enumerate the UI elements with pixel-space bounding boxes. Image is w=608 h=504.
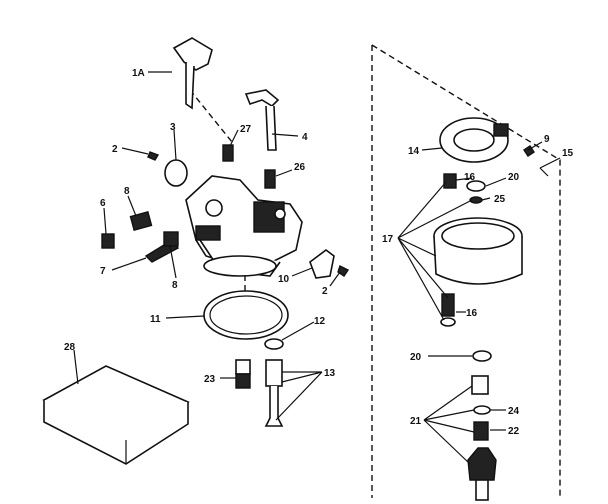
part-23-seat bbox=[235, 359, 251, 389]
part-8-spring-lower bbox=[163, 231, 179, 247]
label-16-upper: 16 bbox=[464, 172, 476, 183]
part-carburetor-body bbox=[185, 175, 303, 277]
part-2-screw-left bbox=[147, 151, 160, 161]
label-8-upper: 8 bbox=[124, 186, 130, 197]
part-16-washer-lower bbox=[440, 317, 456, 327]
part-22-spring bbox=[473, 421, 489, 441]
label-9: 9 bbox=[544, 134, 550, 145]
leader-lines bbox=[73, 71, 561, 465]
part-6-screw bbox=[101, 233, 115, 249]
label-15: 15 bbox=[562, 148, 574, 159]
label-17: 17 bbox=[382, 234, 394, 245]
part-20-washer-upper bbox=[466, 180, 486, 192]
label-23: 23 bbox=[204, 374, 216, 385]
label-25: 25 bbox=[494, 194, 506, 205]
label-20-lower: 20 bbox=[410, 352, 422, 363]
part-21-nut bbox=[471, 375, 489, 395]
label-28: 28 bbox=[64, 342, 76, 353]
part-10-plate bbox=[309, 249, 335, 279]
bowl-group-outline bbox=[371, 44, 561, 498]
label-1a: 1A bbox=[132, 68, 145, 79]
part-11-gasket bbox=[203, 290, 289, 340]
label-2-left: 2 bbox=[112, 144, 118, 155]
part-24-washer bbox=[473, 405, 491, 415]
part-15-pin bbox=[539, 167, 549, 177]
part-3-disc bbox=[164, 159, 188, 187]
part-choke-lever bbox=[172, 37, 213, 110]
part-20-washer-lower bbox=[472, 350, 492, 362]
part-16-screw-upper bbox=[443, 173, 457, 189]
label-3: 3 bbox=[170, 122, 176, 133]
label-10: 10 bbox=[278, 274, 290, 285]
part-2-screw-right bbox=[337, 265, 350, 277]
label-7: 7 bbox=[100, 266, 106, 277]
part-27-spring bbox=[222, 144, 234, 162]
label-11: 11 bbox=[150, 314, 161, 325]
label-13: 13 bbox=[324, 368, 336, 379]
label-22: 22 bbox=[508, 426, 520, 437]
label-21: 21 bbox=[410, 416, 422, 427]
label-24: 24 bbox=[508, 406, 520, 417]
label-26: 26 bbox=[294, 162, 306, 173]
part-17-float-bowl bbox=[433, 217, 523, 285]
part-4-throttle-shaft bbox=[244, 89, 280, 151]
label-14: 14 bbox=[408, 146, 420, 157]
label-2-right: 2 bbox=[322, 286, 328, 297]
part-13-valve bbox=[264, 359, 284, 427]
part-14-bowl-cover bbox=[439, 117, 509, 163]
label-8-lower: 8 bbox=[172, 280, 178, 291]
label-27: 27 bbox=[240, 124, 252, 135]
part-26-spring bbox=[264, 169, 276, 189]
part-12-oring bbox=[264, 338, 284, 350]
label-6: 6 bbox=[100, 198, 106, 209]
label-4: 4 bbox=[302, 132, 308, 143]
part-28-filter-box bbox=[42, 365, 190, 465]
part-8-spring-upper bbox=[129, 211, 153, 231]
part-16-screw-lower bbox=[441, 293, 455, 317]
link-line-primer bbox=[189, 89, 233, 143]
part-21-bolt-shank bbox=[475, 479, 489, 501]
label-20-upper: 20 bbox=[508, 172, 520, 183]
part-21-bolt bbox=[467, 447, 497, 481]
label-16-lower: 16 bbox=[466, 308, 478, 319]
label-12: 12 bbox=[314, 316, 326, 327]
